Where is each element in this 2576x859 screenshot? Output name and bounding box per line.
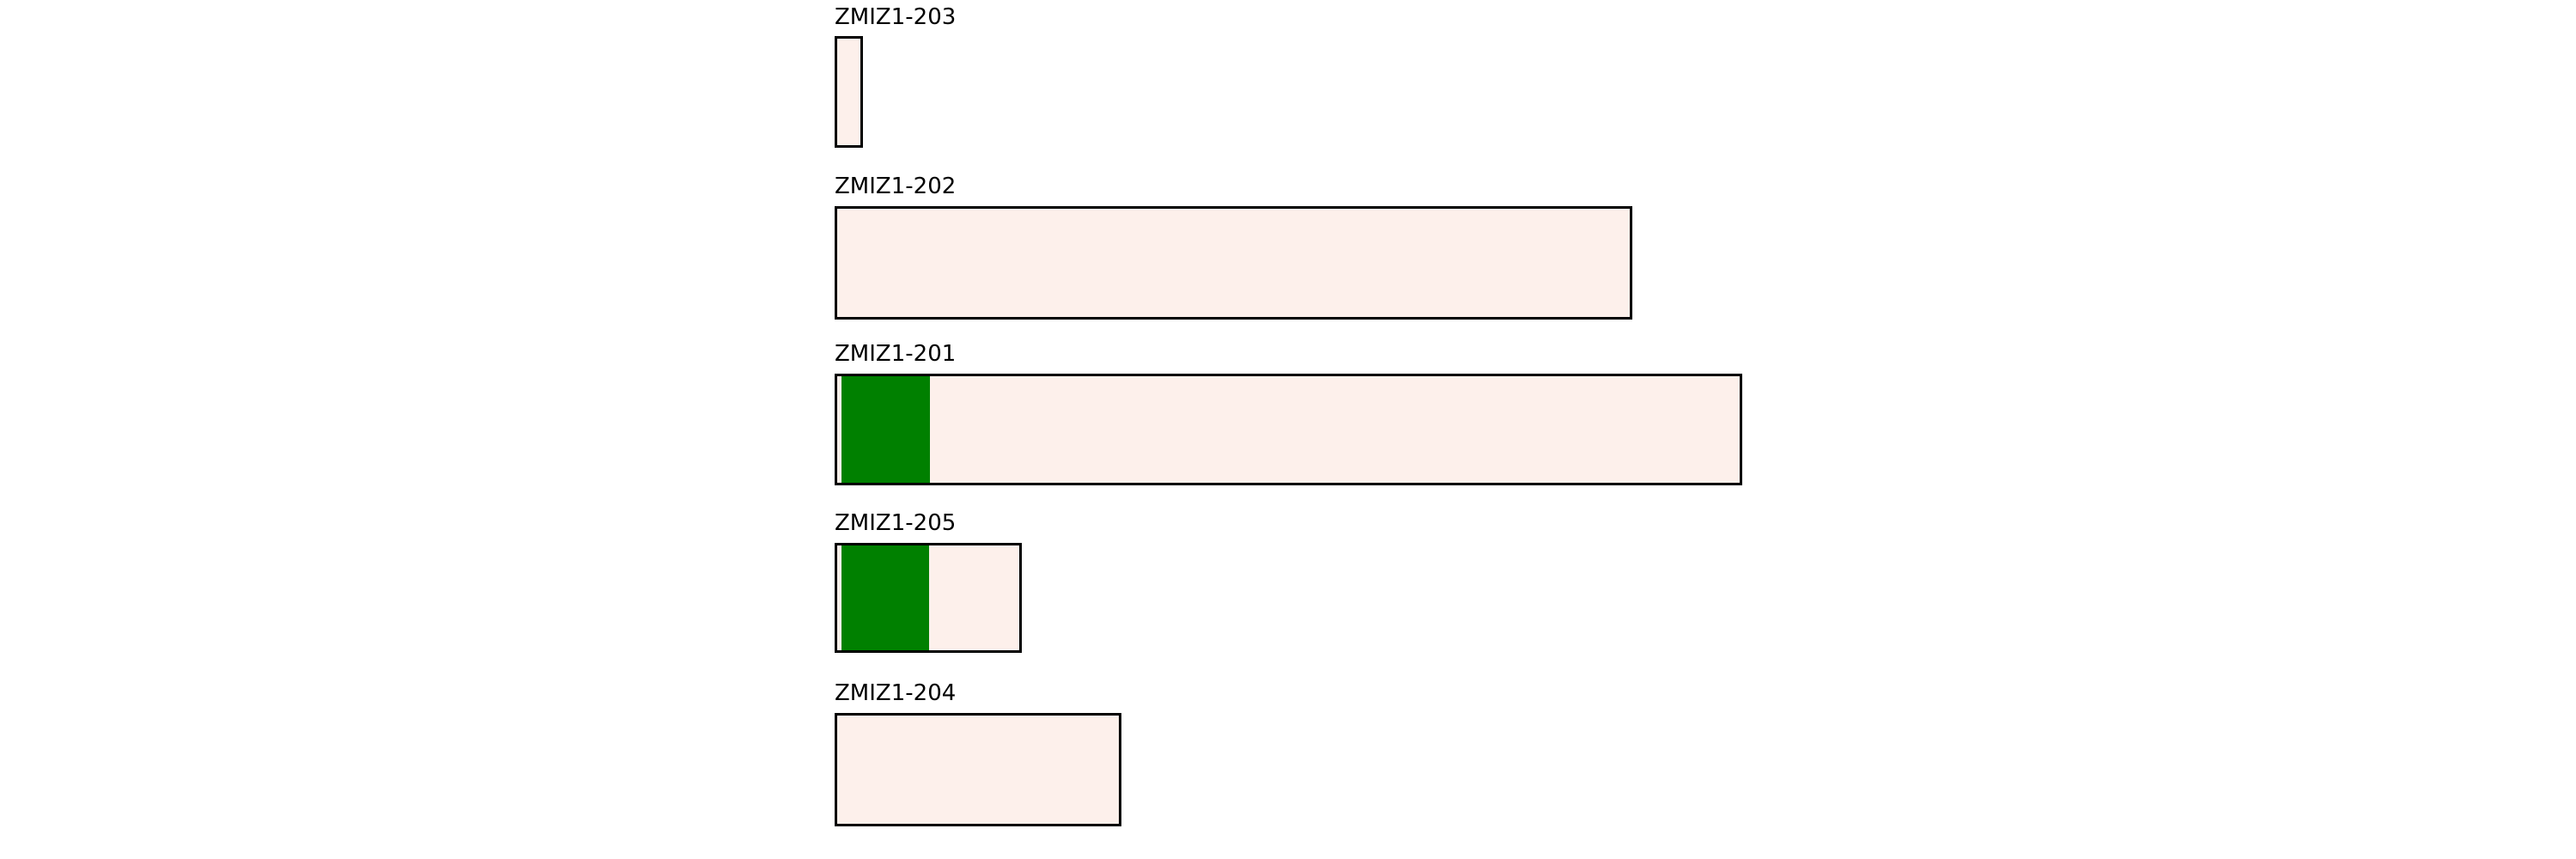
transcript-label: ZMIZ1-204 [835, 680, 957, 706]
transcript-label: ZMIZ1-203 [835, 4, 957, 30]
transcript-label: ZMIZ1-201 [835, 341, 957, 367]
coding-segment[interactable] [841, 545, 929, 650]
transcript-bar[interactable] [835, 713, 1121, 826]
transcript-label: ZMIZ1-202 [835, 174, 957, 199]
transcript-bar[interactable] [835, 36, 863, 148]
transcript-bar[interactable] [835, 206, 1632, 320]
transcript-label: ZMIZ1-205 [835, 510, 957, 536]
coding-segment[interactable] [841, 376, 930, 483]
transcript-bar[interactable] [835, 543, 1022, 653]
transcript-bar[interactable] [835, 374, 1742, 485]
